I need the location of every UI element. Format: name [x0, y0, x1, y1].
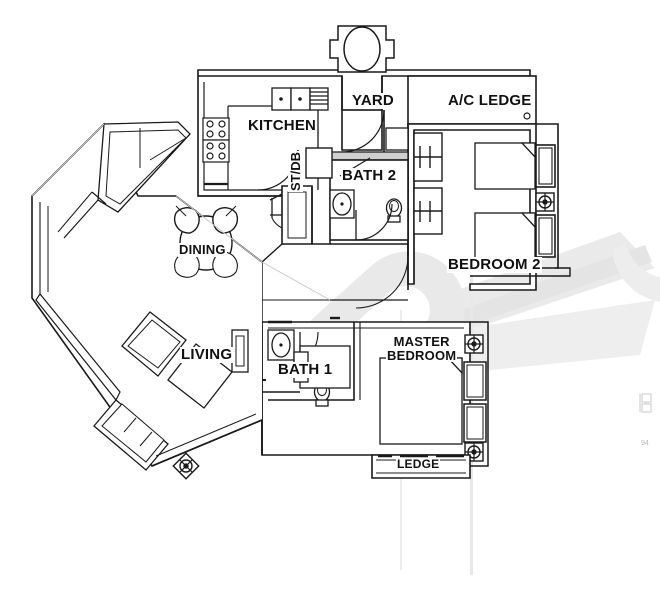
master-label-line-2: BEDROOM — [387, 347, 457, 363]
room-label-yard: YARD — [351, 92, 395, 109]
kitchen-stove-icon — [202, 117, 230, 163]
bath2-door-swing — [355, 203, 393, 241]
master-bed — [379, 357, 463, 445]
bath1-partition — [268, 322, 355, 401]
watermark-code: 94 — [641, 440, 649, 447]
room-label-bath-2: BATH 2 — [341, 167, 398, 184]
bedroom2-bed-upper — [474, 142, 556, 190]
room-label-st-db: ST/DB — [288, 151, 303, 192]
living-tv-console — [231, 329, 249, 373]
bay-window-upper-left — [91, 121, 191, 213]
room-label-dining: DINING — [178, 242, 227, 257]
bath1-basin-icon — [267, 329, 295, 361]
bedroom2-ac-unit-icon — [535, 192, 555, 212]
yard-door-swing — [341, 109, 385, 153]
bedroom2-door-swing — [355, 255, 409, 309]
room-label-master-bedroom: MASTER BEDROOM — [386, 334, 458, 363]
bath2-basin-icon — [329, 189, 355, 219]
kitchen-sink-icon — [271, 87, 329, 111]
floor-drain-icon — [523, 112, 531, 120]
master-label-line-1: MASTER — [393, 334, 450, 349]
living-sofa — [93, 399, 169, 471]
bedroom2-window — [413, 132, 443, 235]
yard-walls — [341, 76, 383, 151]
bedroom2-bed-lower — [474, 212, 556, 260]
bath2-shower-box — [305, 147, 333, 179]
room-label-ledge: LEDGE — [396, 457, 441, 471]
room-label-bedroom-2: BEDROOM 2 — [447, 256, 542, 273]
master-ac-unit-upper-icon — [464, 334, 484, 354]
corridor-wall — [330, 243, 409, 256]
yard-wm-box — [385, 127, 409, 151]
living-coffee-table — [121, 311, 187, 377]
room-label-kitchen: KITCHEN — [247, 117, 318, 134]
living-ac-unit-icon — [172, 452, 200, 480]
water-tank-icon — [329, 25, 395, 73]
room-label-ac-ledge: A/C LEDGE — [447, 92, 533, 109]
room-label-bath-1: BATH 1 — [277, 361, 334, 378]
room-label-living: LIVING — [180, 346, 234, 363]
